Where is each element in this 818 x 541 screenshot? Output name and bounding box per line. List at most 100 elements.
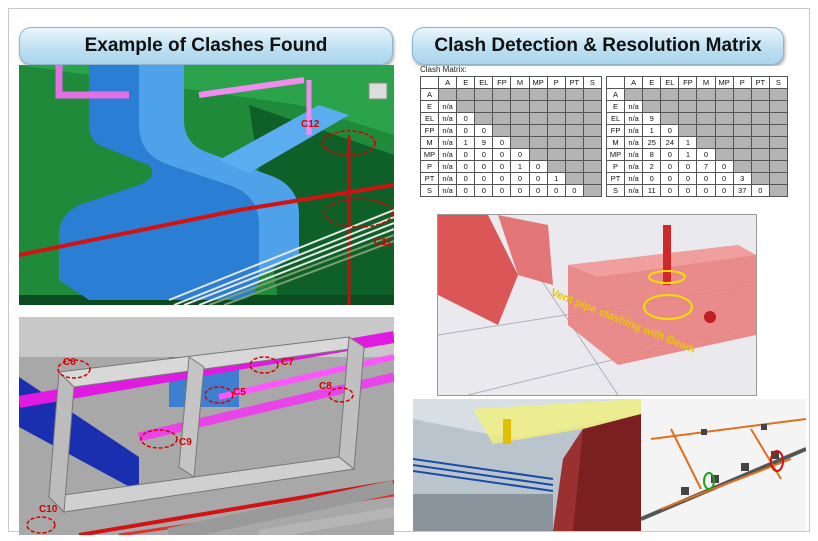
matrix-column-header: M (696, 76, 716, 89)
matrix-cell: n/a (438, 160, 458, 173)
matrix-column-header: FP (678, 76, 698, 89)
matrix-row-header: A (419, 88, 440, 101)
matrix-column-header: PT (564, 76, 584, 89)
matrix-cell: 24 (660, 136, 680, 149)
matrix-cell (582, 88, 603, 101)
matrix-cell (510, 100, 530, 113)
matrix-cell: 0 (528, 172, 548, 185)
matrix-cell: 0 (696, 172, 716, 185)
matrix-cell (678, 124, 698, 137)
matrix-cell (492, 112, 512, 125)
matrix-cell (528, 136, 548, 149)
matrix-cell (768, 172, 789, 185)
matrix-cell (582, 148, 603, 161)
matrix-row-header: PT (605, 172, 626, 185)
matrix-cell (564, 148, 584, 161)
matrix-cell (696, 112, 716, 125)
matrix-cell (714, 112, 734, 125)
matrix-column-header: E (456, 76, 476, 89)
matrix-cell (546, 100, 566, 113)
matrix-cell: 0 (456, 124, 476, 137)
matrix-cell: 9 (474, 136, 494, 149)
matrix-column-header: PT (750, 76, 770, 89)
matrix-cell (474, 88, 494, 101)
matrix-cell: n/a (438, 172, 458, 185)
matrix-column-header: EL (660, 76, 680, 89)
matrix-cell: 0 (456, 172, 476, 185)
matrix-column-header: MP (714, 76, 734, 89)
matrix-cell: 0 (492, 172, 512, 185)
matrix-cell (660, 88, 680, 101)
clash-label: C12 (301, 119, 320, 130)
matrix-cell (768, 124, 789, 137)
matrix-cell (510, 88, 530, 101)
matrix-cell: n/a (624, 148, 644, 161)
matrix-cell (582, 184, 603, 197)
clash-label: C9 (179, 437, 192, 448)
matrix-cell (660, 112, 680, 125)
matrix-cell (546, 124, 566, 137)
matrix-cell: 0 (660, 124, 680, 137)
matrix-cell: 0 (474, 148, 494, 161)
matrix-cell: 2 (642, 160, 662, 173)
matrix-cell (528, 88, 548, 101)
matrix-cell: 0 (492, 136, 512, 149)
matrix-column-header: MP (528, 76, 548, 89)
clash-label: C8 (319, 381, 332, 392)
matrix-cell (528, 148, 548, 161)
matrix-cell (714, 88, 734, 101)
matrix-cell (714, 136, 734, 149)
matrix-cell: 0 (510, 172, 530, 185)
matrix-cell (696, 124, 716, 137)
matrix-cell (768, 136, 789, 149)
matrix-cell: n/a (438, 184, 458, 197)
matrix-row-header: E (605, 100, 626, 113)
clash-label: C11 (374, 237, 392, 248)
clash-label: C10 (39, 504, 58, 515)
matrix-cell: 7 (696, 160, 716, 173)
matrix-cell (510, 136, 530, 149)
clash-label: C7 (281, 357, 294, 368)
matrix-cell (696, 88, 716, 101)
matrix-column-header: A (438, 76, 458, 89)
matrix-title: Clash Matrix: (420, 65, 467, 74)
matrix-cell: 37 (732, 184, 752, 197)
matrix-row-header: M (419, 136, 440, 149)
matrix-cell: 3 (732, 172, 752, 185)
matrix-column-header: S (768, 76, 789, 89)
matrix-cell (546, 112, 566, 125)
matrix-cell (732, 88, 752, 101)
matrix-column-header: M (510, 76, 530, 89)
matrix-cell (546, 88, 566, 101)
matrix-cell (642, 100, 662, 113)
matrix-cell: n/a (624, 124, 644, 137)
matrix-cell (714, 100, 734, 113)
clash-label: C6 (63, 357, 76, 368)
matrix-cell: 0 (696, 148, 716, 161)
matrix-cell: 0 (456, 112, 476, 125)
matrix-row-header: FP (419, 124, 440, 137)
matrix-cell (768, 184, 789, 197)
matrix-row-header: E (419, 100, 440, 113)
matrix-cell: 0 (510, 184, 530, 197)
matrix-cell (492, 124, 512, 137)
model-image-pipes (641, 399, 806, 531)
matrix-cell (678, 100, 698, 113)
matrix-cell (456, 88, 476, 101)
matrix-row-header: M (605, 136, 626, 149)
matrix-cell: n/a (438, 148, 458, 161)
matrix-cell (678, 112, 698, 125)
matrix-row-header: FP (605, 124, 626, 137)
matrix-cell (660, 100, 680, 113)
matrix-cell: n/a (438, 136, 458, 149)
matrix-cell (582, 160, 603, 173)
matrix-cell (510, 124, 530, 137)
